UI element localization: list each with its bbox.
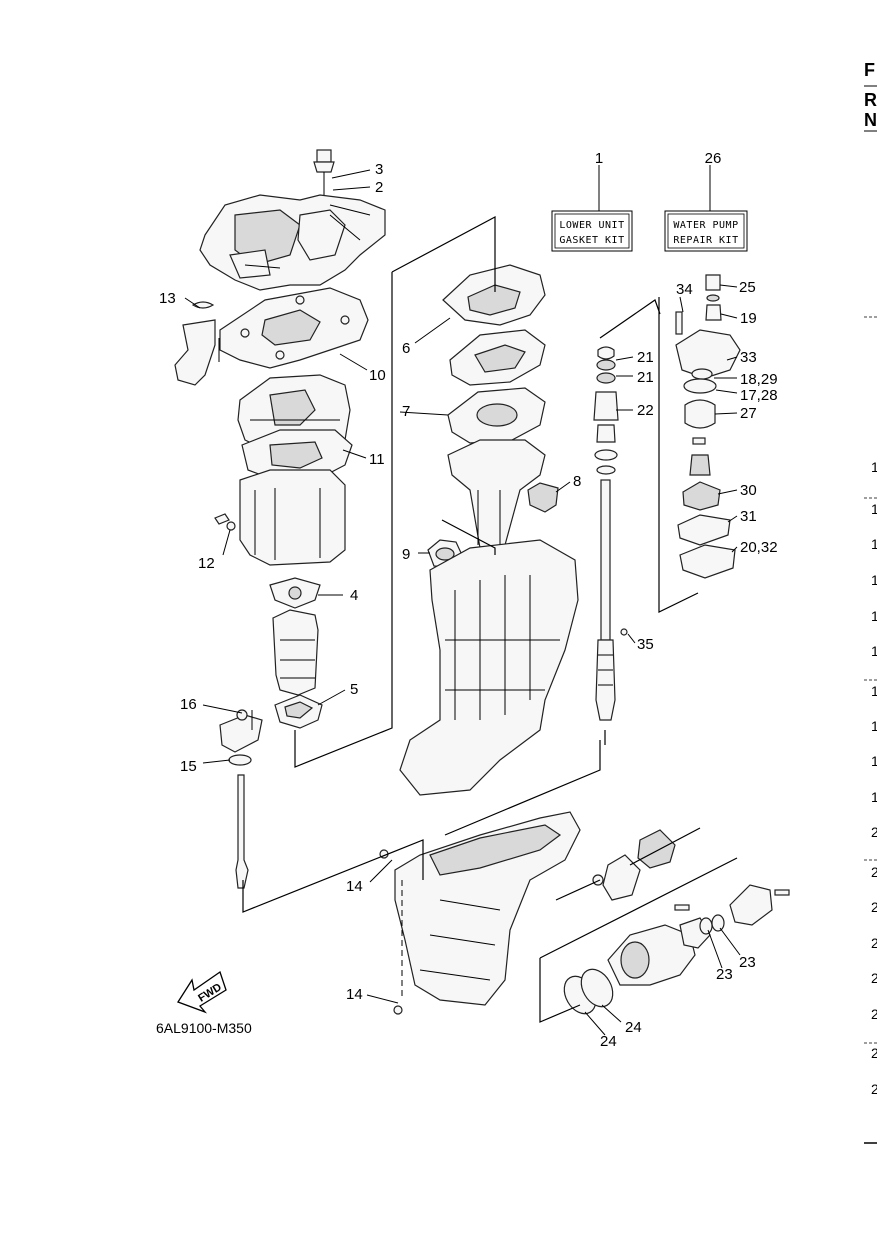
- callout-24-right: 24: [625, 1019, 642, 1036]
- callout-5: 5: [350, 681, 358, 698]
- gasket-11-part: [241, 429, 353, 481]
- leader-lines: [184, 169, 741, 1036]
- edge-number: 2: [871, 935, 877, 951]
- edge-number: 1: [871, 718, 877, 734]
- gasket-7-part: [447, 387, 546, 444]
- callout-21-top: 21: [637, 349, 654, 366]
- edge-number: 1: [871, 608, 877, 624]
- kit-26-line1: WATER PUMP: [673, 220, 738, 231]
- callout-23-right: 23: [739, 954, 756, 971]
- callout-3: 3: [375, 161, 383, 178]
- kit-26-line2: REPAIR KIT: [673, 235, 738, 246]
- edge-letter: F: [864, 60, 875, 80]
- callout-13: 13: [159, 290, 176, 307]
- edge-letter: R: [864, 90, 877, 110]
- callout-27: 27: [740, 405, 757, 422]
- callout-1: 1: [595, 150, 603, 167]
- callout-35: 35: [637, 636, 654, 653]
- callout-24-left: 24: [600, 1033, 617, 1050]
- callout-4: 4: [350, 587, 358, 604]
- pinion-gear-part: [592, 829, 676, 901]
- callout-26: 26: [705, 150, 722, 167]
- callout-31: 31: [740, 508, 757, 525]
- callout-6: 6: [402, 340, 410, 357]
- callout-34: 34: [676, 281, 693, 298]
- edge-number: 2: [871, 864, 877, 880]
- exhaust-manifold-part: [214, 469, 346, 566]
- edge-number: 2: [871, 824, 877, 840]
- edge-number: 1: [871, 501, 877, 517]
- callout-16: 16: [180, 696, 197, 713]
- callout-11: 11: [369, 451, 385, 468]
- water-tube-part: [235, 774, 249, 889]
- edge-number: 1: [871, 572, 877, 588]
- edge-number: 2: [871, 970, 877, 986]
- edge-number: 1: [871, 753, 877, 769]
- drain-plug-part: [313, 149, 335, 200]
- plate-part: [449, 329, 546, 386]
- edge-number: 1: [871, 683, 877, 699]
- callout-22: 22: [637, 402, 654, 419]
- callout-7: 7: [402, 403, 410, 420]
- part-16-bracket: [219, 709, 263, 753]
- gasket-5-part: [274, 694, 323, 729]
- callout-21-bottom: 21: [637, 369, 654, 386]
- callout-8: 8: [573, 473, 581, 490]
- callout-17-28: 17,28: [740, 387, 778, 404]
- callout-14-top: 14: [346, 878, 363, 895]
- edge-number: 1: [871, 536, 877, 552]
- callout-15: 15: [180, 758, 197, 775]
- water-pump-repair-kit-box: WATER PUMP REPAIR KIT: [664, 210, 748, 252]
- kit-1-line2: GASKET KIT: [559, 235, 624, 246]
- callout-labels: 1 26 3 2 13 10 6 7 11 8 9 12 4 5 16 15 1…: [159, 150, 778, 1050]
- grommet-8-part: [527, 482, 559, 513]
- callout-18-29: 18,29: [740, 371, 778, 388]
- o-rings-24-part: [563, 968, 614, 1015]
- gearcase-part: [379, 811, 581, 1015]
- o-ring-15-part: [228, 754, 252, 766]
- callout-14-bottom: 14: [346, 986, 363, 1003]
- edge-number: 2: [871, 899, 877, 915]
- callout-9: 9: [402, 546, 410, 563]
- edge-number: 2: [871, 1006, 877, 1022]
- lower-unit-gasket-kit-box: LOWER UNIT GASKET KIT: [551, 210, 633, 252]
- edge-letter: N: [864, 110, 877, 130]
- gasket-6-part: [442, 264, 546, 326]
- part-13-bracket: [174, 301, 220, 386]
- drive-shaft-part: [593, 346, 628, 721]
- gasket-10-part: [219, 287, 369, 369]
- diagram-code: 6AL9100-M350: [156, 1020, 252, 1036]
- callout-10: 10: [369, 367, 386, 384]
- edge-number: 2: [871, 1045, 877, 1061]
- kit-1-line1: LOWER UNIT: [559, 220, 624, 231]
- callout-25: 25: [739, 279, 756, 296]
- callout-12: 12: [198, 555, 215, 572]
- callout-30: 30: [740, 482, 757, 499]
- edge-number: 2: [871, 1081, 877, 1097]
- callout-23-left: 23: [716, 966, 733, 983]
- callout-2: 2: [375, 179, 383, 196]
- fwd-arrow: FWD: [177, 970, 227, 1014]
- propeller-shaft-housing-part: [607, 884, 790, 986]
- exhaust-pipe-part: [272, 609, 319, 696]
- edge-number: 1: [871, 459, 877, 475]
- edge-number: 1: [871, 789, 877, 805]
- group-brackets: [242, 215, 738, 1023]
- upper-case-part: [447, 439, 546, 549]
- edge-number: 1: [871, 643, 877, 659]
- callout-33: 33: [740, 349, 757, 366]
- right-edge-column: F R N 1 1 1 1 1 1 1 1 1 1 2 2 2 2 2 2 2 …: [864, 60, 877, 1144]
- gasket-4-part: [269, 577, 321, 609]
- callout-19: 19: [740, 310, 757, 327]
- lower-case-upper-part: [399, 539, 579, 796]
- upper-casing-part: [199, 194, 386, 291]
- water-pump-part: [675, 274, 741, 579]
- callout-20-32: 20,32: [740, 539, 778, 556]
